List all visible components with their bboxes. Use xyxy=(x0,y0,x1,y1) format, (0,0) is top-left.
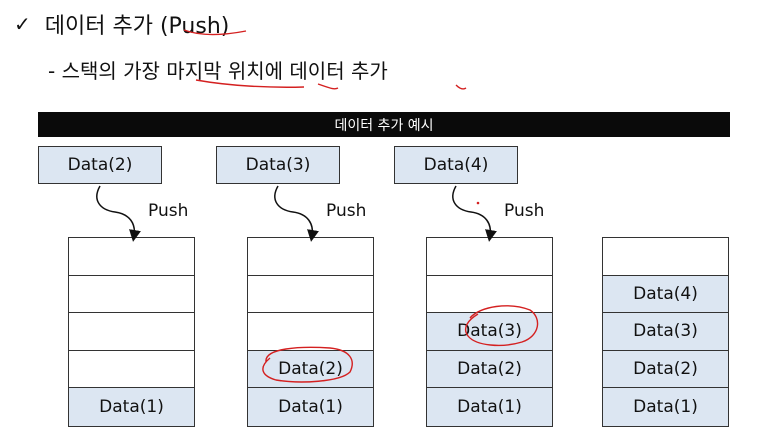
incoming-box-2: Data(3) xyxy=(216,146,340,184)
stack-cell: Data(2) xyxy=(427,350,552,389)
stack-cell xyxy=(603,238,728,276)
incoming-box-1: Data(2) xyxy=(38,146,162,184)
stack-3: Data(3) Data(2) Data(1) xyxy=(426,237,553,427)
stack-cell xyxy=(69,275,194,314)
stack-cell xyxy=(248,275,373,314)
heading: ✓ 데이터 추가 (Push) xyxy=(14,8,229,40)
incoming-box-3: Data(4) xyxy=(394,146,518,184)
checkmark-icon: ✓ xyxy=(14,12,31,36)
stack-cell xyxy=(248,238,373,276)
red-underline xyxy=(317,83,339,90)
stack-cell xyxy=(69,313,194,351)
stack-cell: Data(1) xyxy=(69,388,194,426)
stack-cell: Data(1) xyxy=(603,388,728,426)
stack-cell: Data(2) xyxy=(248,350,373,389)
stack-cell: Data(2) xyxy=(603,350,728,389)
stack-cell: Data(1) xyxy=(427,388,552,426)
stack-cell xyxy=(427,238,552,276)
stack-cell xyxy=(69,350,194,389)
push-arrow-icon xyxy=(452,185,497,242)
push-label-3: Push xyxy=(504,201,545,221)
red-underline xyxy=(455,84,467,90)
heading-title: 데이터 추가 (Push) xyxy=(44,14,230,39)
push-label-2: Push xyxy=(326,201,367,221)
stack-4: Data(4) Data(3) Data(2) Data(1) xyxy=(602,237,729,427)
example-banner: 데이터 추가 예시 xyxy=(38,112,730,137)
stack-cell: Data(3) xyxy=(603,313,728,351)
push-label-1: Push xyxy=(148,201,189,221)
stack-1: Data(1) xyxy=(68,237,195,427)
stack-cell xyxy=(248,313,373,351)
stack-cell xyxy=(69,238,194,276)
stack-cell xyxy=(427,275,552,314)
subtitle: - 스택의 가장 마지막 위치에 데이터 추가 xyxy=(48,59,388,83)
stack-2: Data(2) Data(1) xyxy=(247,237,374,427)
stack-cell: Data(3) xyxy=(427,313,552,351)
stack-cell: Data(1) xyxy=(248,388,373,426)
push-arrow-icon xyxy=(96,185,141,242)
push-arrow-icon xyxy=(274,185,319,242)
red-dot xyxy=(476,201,480,205)
stack-cell: Data(4) xyxy=(603,275,728,314)
